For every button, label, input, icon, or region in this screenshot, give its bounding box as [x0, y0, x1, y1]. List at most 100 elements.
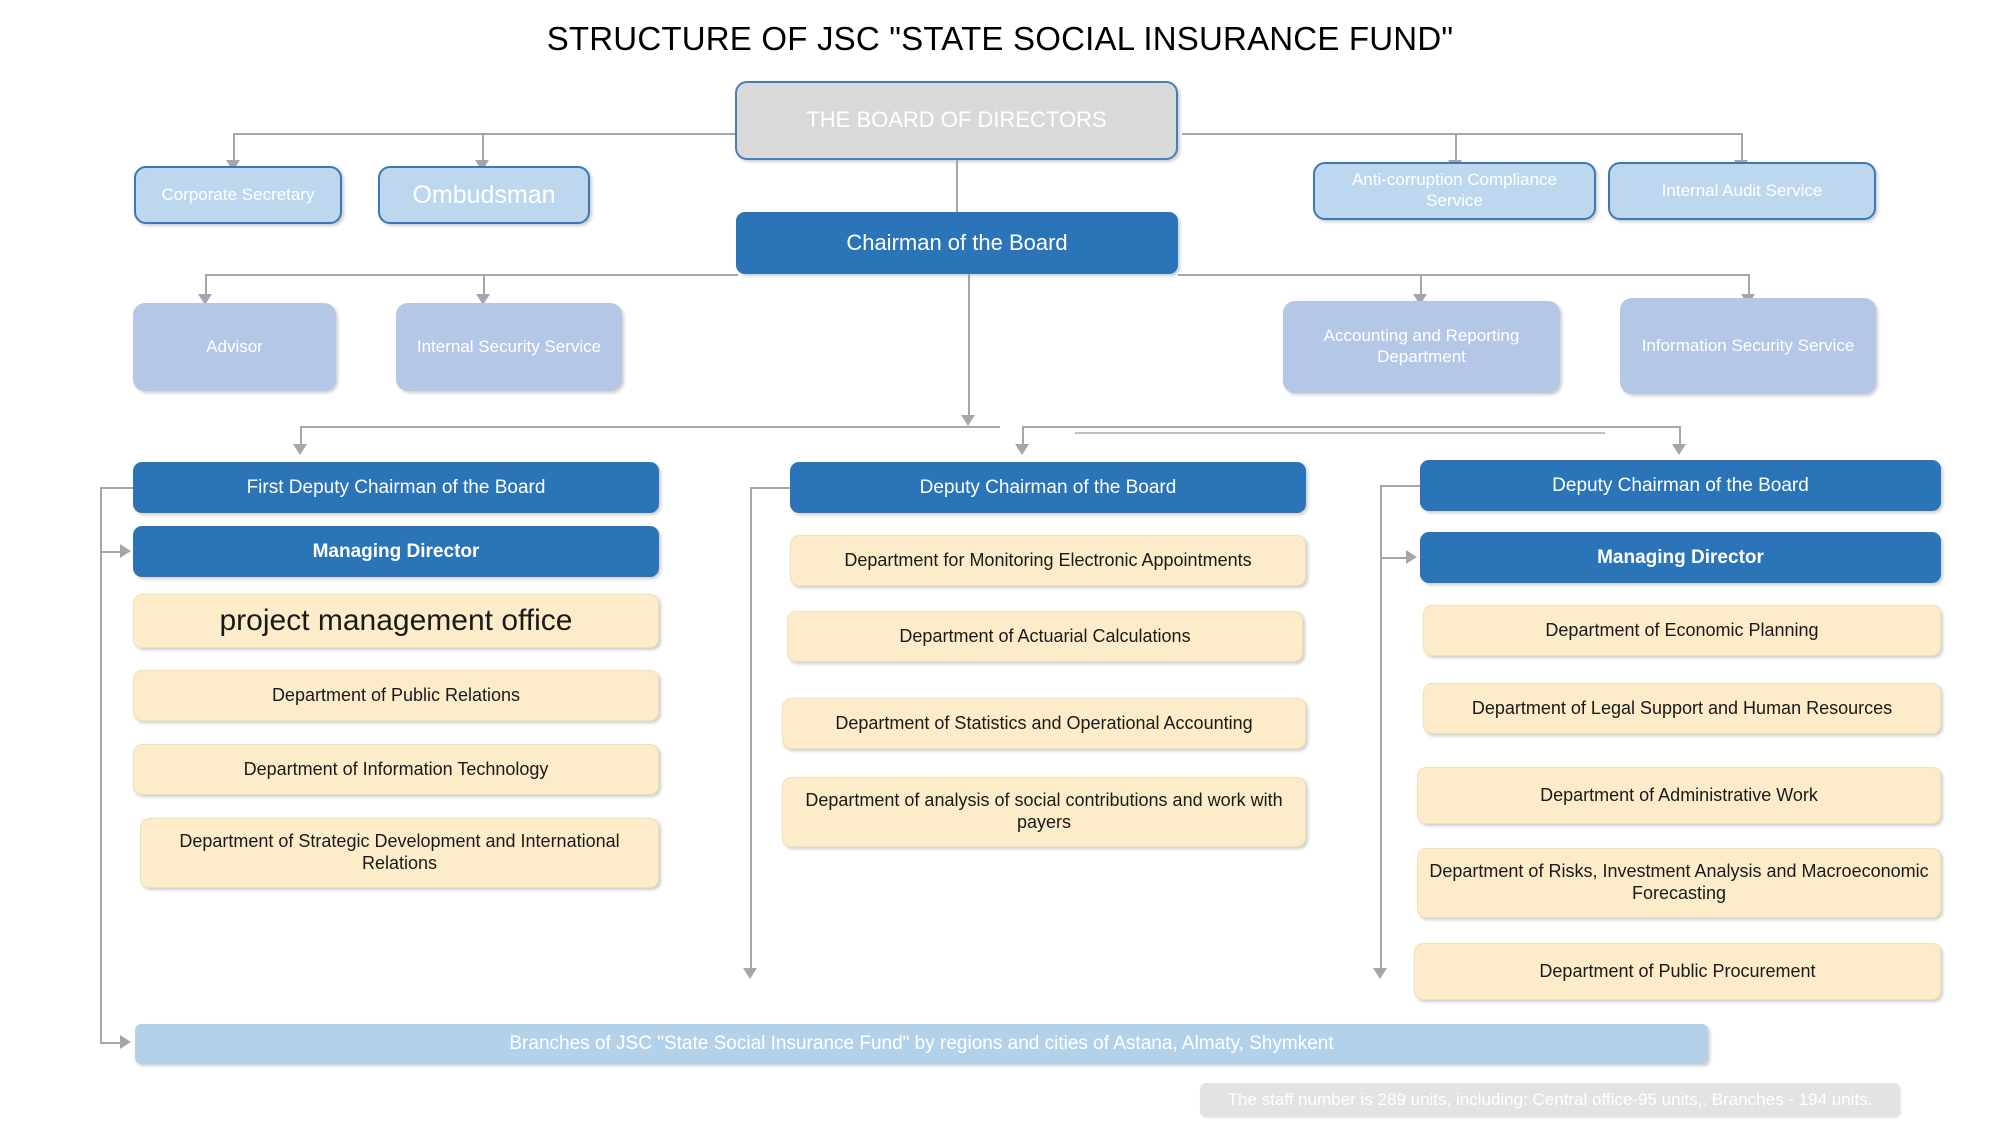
node-label: Department of Information Technology: [243, 758, 549, 779]
node-managing-director-col1[interactable]: Managing Director: [133, 526, 659, 577]
arrow-right-icon: [120, 544, 131, 558]
node-chairman-of-the-board[interactable]: Chairman of the Board: [736, 212, 1178, 274]
connector-deputy-bus-right: [1022, 426, 1680, 428]
node-label: Advisor: [206, 336, 263, 356]
connector-board-right: [1182, 133, 1742, 135]
connector-line: [1380, 485, 1420, 487]
node-anticorruption-compliance-service[interactable]: Anti-corruption Compliance Service: [1313, 162, 1596, 220]
node-label: Deputy Chairman of the Board: [1552, 474, 1809, 496]
node-department-legal-support-human-resources[interactable]: Department of Legal Support and Human Re…: [1423, 683, 1941, 734]
node-ombudsman[interactable]: Ombudsman: [378, 166, 590, 224]
node-department-public-relations[interactable]: Department of Public Relations: [133, 670, 659, 721]
node-label: Department of Actuarial Calculations: [899, 625, 1191, 646]
node-label: First Deputy Chairman of the Board: [246, 476, 546, 498]
node-board-of-directors[interactable]: THE BOARD OF DIRECTORS: [735, 81, 1178, 160]
node-deputy-chairman-of-the-board-middle[interactable]: Deputy Chairman of the Board: [790, 462, 1306, 513]
node-department-analysis-social-contributions[interactable]: Department of analysis of social contrib…: [782, 777, 1306, 847]
arrow-down-icon: [226, 160, 240, 171]
node-department-public-procurement[interactable]: Department of Public Procurement: [1414, 943, 1941, 1000]
node-label: Department of Public Procurement: [1539, 960, 1816, 981]
arrow-down-icon: [476, 294, 490, 305]
connector-line: [300, 426, 302, 448]
connector-line: [1679, 426, 1681, 448]
arrow-down-icon: [743, 968, 757, 979]
connector-line: [1741, 133, 1743, 163]
arrow-down-icon: [1015, 444, 1029, 455]
node-label: Department of Legal Support and Human Re…: [1471, 697, 1893, 718]
connector-middle-rail: [750, 487, 752, 972]
page-title: STRUCTURE OF JSC "STATE SOCIAL INSURANCE…: [546, 20, 1454, 57]
node-label: Managing Director: [1597, 546, 1764, 568]
node-managing-director-col3[interactable]: Managing Director: [1420, 532, 1941, 583]
node-corporate-secretary[interactable]: Corporate Secretary: [134, 166, 342, 224]
node-label: Department of Economic Planning: [1545, 619, 1819, 640]
node-label: Department of Strategic Development and …: [179, 831, 620, 873]
node-label: THE BOARD OF DIRECTORS: [806, 107, 1107, 133]
connector-board-to-chairman: [956, 160, 958, 218]
connector-deputy-bus-left: [300, 426, 1000, 428]
connector-line: [233, 133, 235, 163]
footnote-label: The staff number is 289 units, including…: [1227, 1089, 1873, 1109]
node-department-information-technology[interactable]: Department of Information Technology: [133, 744, 659, 795]
connector-right-rail: [1380, 485, 1382, 972]
node-information-security-service[interactable]: Information Security Service: [1620, 298, 1876, 394]
node-deputy-chairman-of-the-board-right[interactable]: Deputy Chairman of the Board: [1420, 460, 1941, 511]
connector-line: [483, 274, 485, 298]
node-label: Managing Director: [312, 540, 480, 562]
node-department-strategic-development[interactable]: Department of Strategic Development and …: [140, 818, 659, 888]
arrow-down-icon: [1373, 968, 1387, 979]
node-advisor[interactable]: Advisor: [133, 303, 336, 391]
connector-line: [100, 551, 122, 553]
node-department-economic-planning[interactable]: Department of Economic Planning: [1423, 605, 1941, 656]
node-label: Accounting and Reporting Department: [1323, 326, 1520, 366]
arrow-down-icon: [961, 415, 975, 426]
node-label: Department of Public Relations: [271, 684, 521, 705]
connector-line: [100, 1042, 122, 1044]
connector-chairman-left: [205, 274, 738, 276]
node-label: Department for Monitoring Electronic App…: [844, 549, 1252, 570]
node-internal-audit-service[interactable]: Internal Audit Service: [1608, 162, 1876, 220]
node-label: Ombudsman: [412, 180, 556, 209]
node-label: Internal Audit Service: [1661, 180, 1823, 200]
node-department-actuarial-calculations[interactable]: Department of Actuarial Calculations: [787, 611, 1303, 662]
node-internal-security-service[interactable]: Internal Security Service: [396, 303, 622, 391]
arrow-down-icon: [293, 444, 307, 455]
connector-line: [968, 274, 970, 419]
connector-line: [1380, 557, 1408, 559]
node-label: Department of Risks, Investment Analysis…: [1429, 861, 1929, 903]
node-branches-bar[interactable]: Branches of JSC "State Social Insurance …: [135, 1024, 1708, 1064]
node-label: project management office: [219, 603, 573, 637]
node-label: Chairman of the Board: [846, 229, 1068, 255]
connector-line: [100, 487, 133, 489]
connector-line: [482, 133, 484, 163]
node-label: Information Security Service: [1641, 335, 1855, 355]
connector-line: [1455, 133, 1457, 163]
node-project-management-office[interactable]: project management office: [133, 594, 659, 648]
node-department-risks-investment-analysis[interactable]: Department of Risks, Investment Analysis…: [1417, 848, 1941, 918]
connector-left-rail: [100, 487, 102, 1042]
connector-line: [750, 487, 790, 489]
node-first-deputy-chairman-of-the-board[interactable]: First Deputy Chairman of the Board: [133, 462, 659, 513]
connector-line: [1420, 274, 1422, 298]
node-department-administrative-work[interactable]: Department of Administrative Work: [1417, 767, 1941, 824]
node-department-statistics-operational-accounting[interactable]: Department of Statistics and Operational…: [782, 698, 1306, 749]
node-accounting-and-reporting-department[interactable]: Accounting and Reporting Department: [1283, 301, 1560, 393]
node-label: Department of Administrative Work: [1540, 784, 1818, 805]
arrow-down-icon: [198, 294, 212, 305]
node-label: Deputy Chairman of the Board: [919, 476, 1177, 498]
node-label: Corporate Secretary: [161, 184, 315, 204]
connector-line: [205, 274, 207, 298]
arrow-down-icon: [1413, 294, 1427, 305]
arrow-right-icon: [1406, 550, 1417, 564]
connector-line: [1748, 274, 1750, 298]
node-department-monitoring-electronic-appointments[interactable]: Department for Monitoring Electronic App…: [790, 535, 1306, 586]
node-label: Internal Security Service: [416, 336, 602, 356]
connector-line: [1022, 426, 1024, 448]
node-label: Branches of JSC "State Social Insurance …: [509, 1033, 1334, 1055]
connector-board-left: [233, 133, 738, 135]
node-label: Department of Statistics and Operational…: [835, 712, 1253, 733]
node-label: Department of analysis of social contrib…: [805, 790, 1283, 832]
node-label: Anti-corruption Compliance Service: [1351, 170, 1558, 210]
arrow-down-icon: [475, 160, 489, 171]
